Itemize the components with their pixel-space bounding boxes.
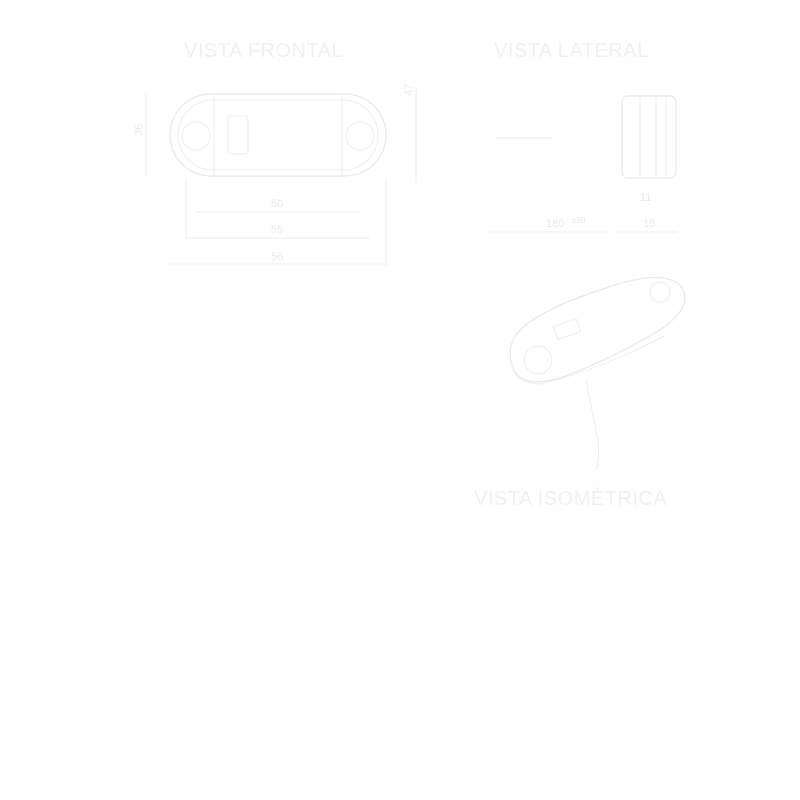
isometric-view [509,277,686,471]
frontal-view: 36 47 50 55 56 [133,84,417,266]
iso-cable [585,379,600,471]
frontal-body-inner [177,99,379,171]
frontal-body-outline [169,93,387,177]
frontal-dim-height: 36 [133,124,145,136]
lateral-view-title: VISTA LATERAL [494,40,649,62]
iso-body-side [511,335,665,385]
lateral-dim-cable: 180 [546,218,564,230]
lateral-body [621,95,677,179]
frontal-right-hole [345,121,375,151]
lateral-dim-cable-tol: ±20 [572,216,586,225]
isometric-view-title: VISTA ISOMÉTRICA [474,488,668,510]
iso-center-clip [552,317,582,341]
lateral-dim-depth: 15 [643,218,655,230]
lateral-dim-small: 11 [640,192,651,204]
frontal-dim-width-inner: 50 [271,198,283,210]
frontal-left-hole [181,121,211,151]
iso-right-hole [649,281,671,303]
lateral-view: 11 180 ±20 15 [490,95,677,233]
frontal-dim-total-height: 47 [403,84,415,96]
frontal-center-clip [227,115,249,155]
frontal-dim-width-outer: 56 [271,251,283,263]
frontal-dim-width-mid: 55 [271,224,283,236]
iso-left-hole [523,345,553,375]
frontal-view-title: VISTA FRONTAL [184,40,344,62]
